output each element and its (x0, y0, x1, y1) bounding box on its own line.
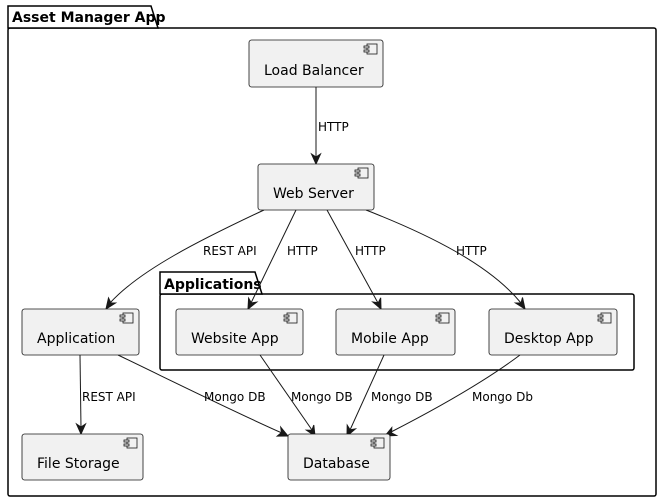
component-label-web-server: Web Server (273, 186, 354, 202)
package-asset-manager-app: Asset Manager App (7, 5, 657, 497)
edge-label-mongo-db: Mongo DB (371, 390, 433, 404)
edge-mobile-app-to-database: Mongo DB (346, 354, 433, 438)
component-icon (119, 312, 134, 324)
edge-web-server-to-mobile-app: HTTP (326, 209, 386, 311)
component-icon (283, 312, 298, 324)
component-mobile-app[interactable]: Mobile App (335, 308, 456, 356)
package-applications: Applications (159, 271, 635, 371)
edge-web-server-to-website-app: HTTP (247, 209, 318, 311)
component-icon (354, 167, 369, 179)
package-title-asset-manager-app: Asset Manager App (12, 10, 166, 26)
component-file-storage[interactable]: File Storage (21, 433, 144, 481)
component-icon (435, 312, 450, 324)
edge-application-to-database: Mongo DB (117, 354, 290, 437)
edge-label-mongo-db: Mongo DB (204, 390, 266, 404)
component-label-mobile-app: Mobile App (351, 331, 429, 347)
component-web-server[interactable]: Web Server (257, 163, 375, 211)
edge-label-rest-api: REST API (82, 390, 136, 404)
component-label-desktop-app: Desktop App (504, 331, 594, 347)
edge-application-to-file-storage: REST API (75, 354, 136, 436)
component-icon (597, 312, 612, 324)
component-icon (363, 43, 378, 55)
edge-label-mongo-db: Mongo Db (472, 390, 533, 404)
component-label-file-storage: File Storage (37, 456, 120, 472)
edge-label-http: HTTP (456, 244, 487, 258)
edge-label-mongo-db: Mongo DB (291, 390, 353, 404)
component-icon (123, 437, 138, 449)
edge-website-app-to-database: Mongo DB (259, 354, 353, 438)
edge-label-http: HTTP (318, 120, 349, 134)
component-website-app[interactable]: Website App (175, 308, 304, 356)
edge-label-rest-api: REST API (203, 244, 257, 258)
component-label-website-app: Website App (191, 331, 279, 347)
edges: HTTP REST API HTTP HTTP HTTP (75, 87, 533, 438)
edge-lb-to-web-server: HTTP (310, 87, 349, 166)
component-application[interactable]: Application (21, 308, 140, 356)
component-label-load-balancer: Load Balancer (264, 63, 364, 79)
edge-label-http: HTTP (287, 244, 318, 258)
component-load-balancer[interactable]: Load Balancer (248, 39, 384, 88)
edge-label-http: HTTP (355, 244, 386, 258)
edge-web-server-to-desktop-app: HTTP (365, 209, 526, 311)
package-title-applications: Applications (164, 277, 262, 293)
component-icon (370, 437, 385, 449)
component-label-database: Database (303, 456, 370, 472)
component-database[interactable]: Database (287, 433, 391, 481)
edge-web-server-to-application: REST API (105, 209, 265, 311)
component-desktop-app[interactable]: Desktop App (488, 308, 618, 356)
component-label-application: Application (37, 331, 115, 347)
